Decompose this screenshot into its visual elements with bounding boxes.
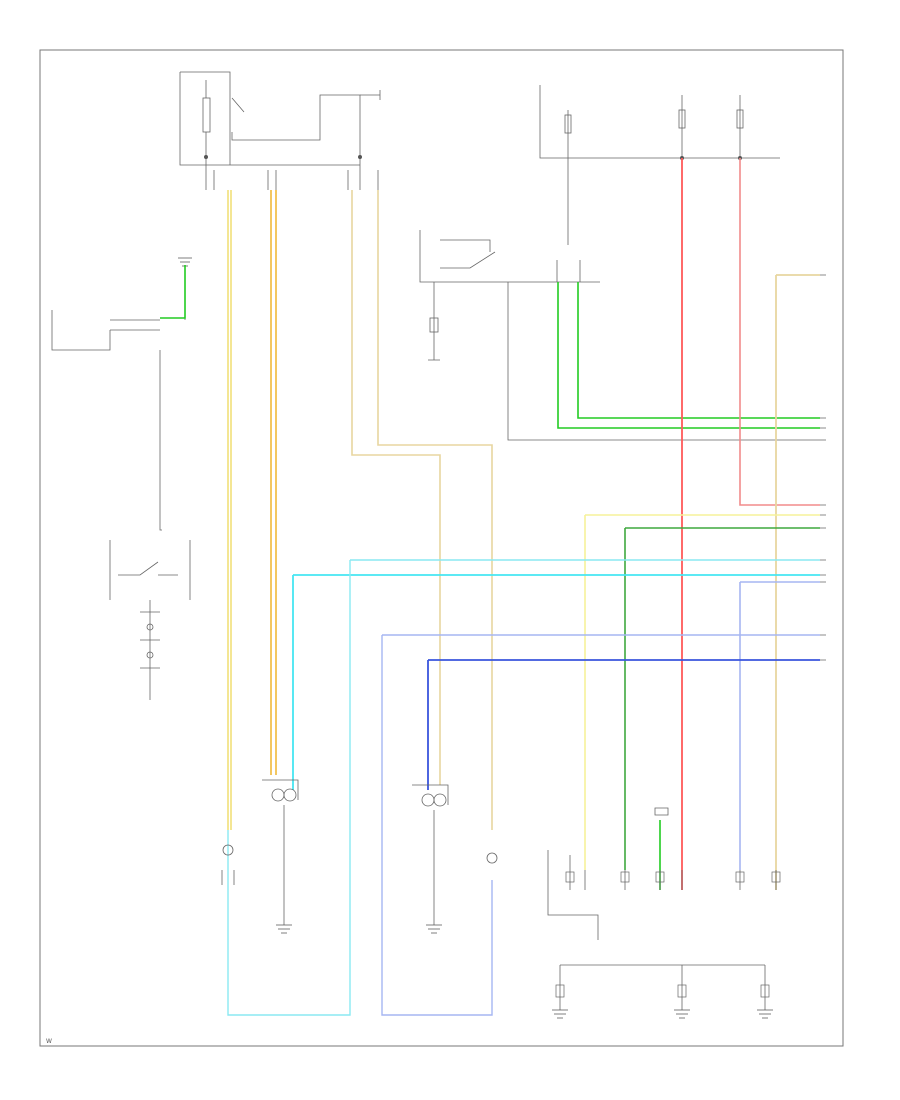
ground-symbol <box>674 1009 690 1019</box>
connector-symbol <box>735 871 745 883</box>
left-lamp-assembly <box>221 779 299 934</box>
wire-tan-middle <box>351 190 493 830</box>
left-switch-section <box>51 257 192 700</box>
fuse-symbol <box>736 109 744 129</box>
right-edge-pins <box>820 274 826 661</box>
fuse-symbol <box>678 109 686 129</box>
connector-symbol <box>620 871 630 883</box>
footer-code: W <box>46 1038 52 1045</box>
connector-symbol <box>677 984 687 998</box>
ground-symbol <box>276 924 292 934</box>
middle-lamp-assembly <box>412 784 498 934</box>
lamp-symbol <box>271 788 285 802</box>
wire-yellow-left <box>227 190 232 830</box>
lamp-symbol <box>433 793 447 807</box>
diagram-frame <box>39 49 844 1047</box>
connector-symbol <box>771 871 781 883</box>
ground-symbol <box>552 1009 568 1019</box>
wire-blue <box>427 659 820 790</box>
wire-pink <box>739 158 820 506</box>
middle-switch-section <box>419 230 820 441</box>
ground-symbol <box>426 924 442 934</box>
lamp-symbol <box>222 844 234 856</box>
top-right-fuse-block <box>539 85 780 245</box>
fuse-symbol <box>564 114 572 134</box>
fuse-symbol <box>202 97 211 133</box>
connector-symbol <box>429 317 439 333</box>
wire-light-blue <box>381 581 820 1016</box>
wire-yellow-right <box>584 514 820 870</box>
wire-green-relay <box>160 265 820 429</box>
lamp-symbol <box>486 852 498 864</box>
connector-symbol <box>655 871 665 883</box>
connector-symbol <box>760 984 770 998</box>
connector-symbol <box>565 871 575 883</box>
trailer-connector <box>547 807 781 940</box>
top-left-power-section <box>179 71 381 190</box>
wire-green-right <box>624 527 820 870</box>
lamp-symbol <box>283 788 297 802</box>
lamp-symbol <box>421 793 435 807</box>
ground-symbol <box>757 1009 773 1019</box>
bottom-ground-bus <box>552 964 773 1019</box>
wire-orange-left <box>270 190 277 775</box>
wire-cyan <box>227 559 820 1016</box>
connector-symbol <box>555 984 565 998</box>
ground-symbol <box>178 257 192 267</box>
